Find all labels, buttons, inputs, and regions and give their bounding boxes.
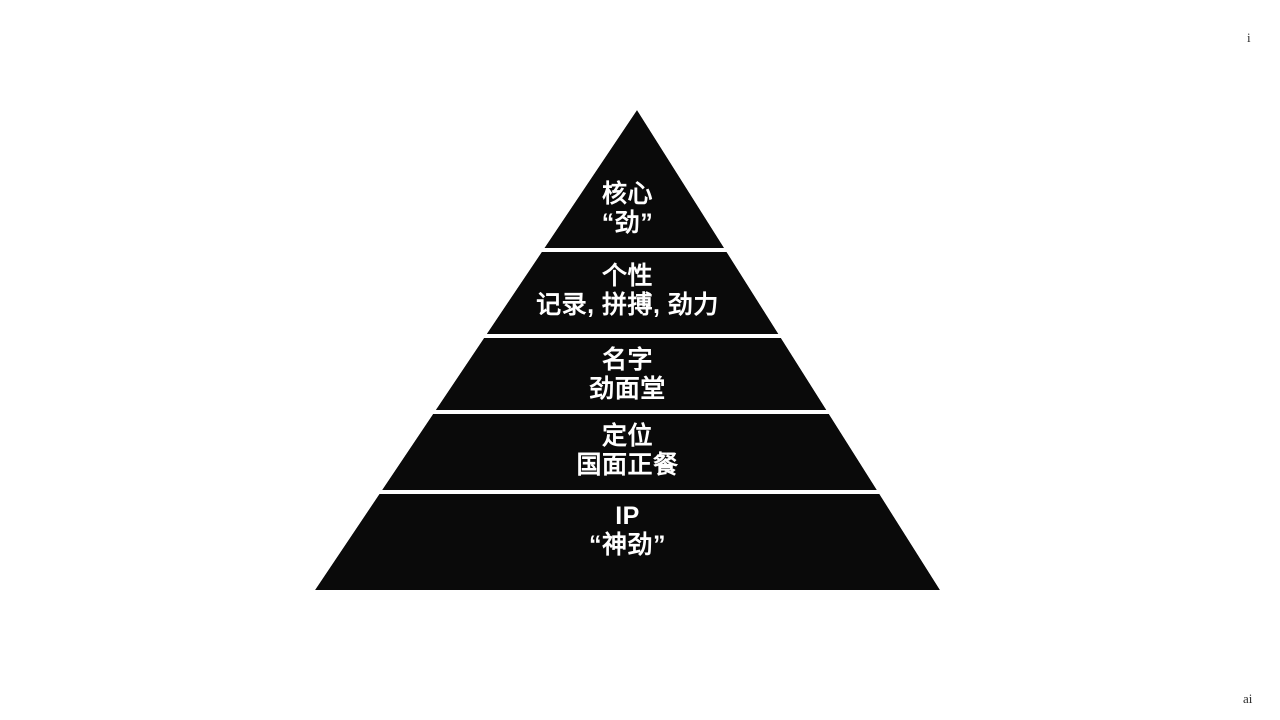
pyramid-left-mask [315, 110, 637, 590]
pyramid-divider-3 [315, 410, 940, 414]
pyramid-divider-1 [315, 248, 940, 252]
pyramid-right-mask [637, 110, 940, 590]
top-right-glyph-artifact: i [1247, 30, 1251, 45]
pyramid-divider-4 [315, 490, 940, 494]
bottom-right-glyph-artifact: ai [1243, 692, 1253, 705]
pyramid-divider-2 [315, 334, 940, 338]
pyramid-body [315, 110, 940, 590]
pyramid-diagram: 核心 “劲” 个性 记录, 拼搏, 劲力 名字 劲面堂 定位 国面正餐 IP “… [315, 110, 940, 590]
pyramid-shape [315, 110, 940, 590]
